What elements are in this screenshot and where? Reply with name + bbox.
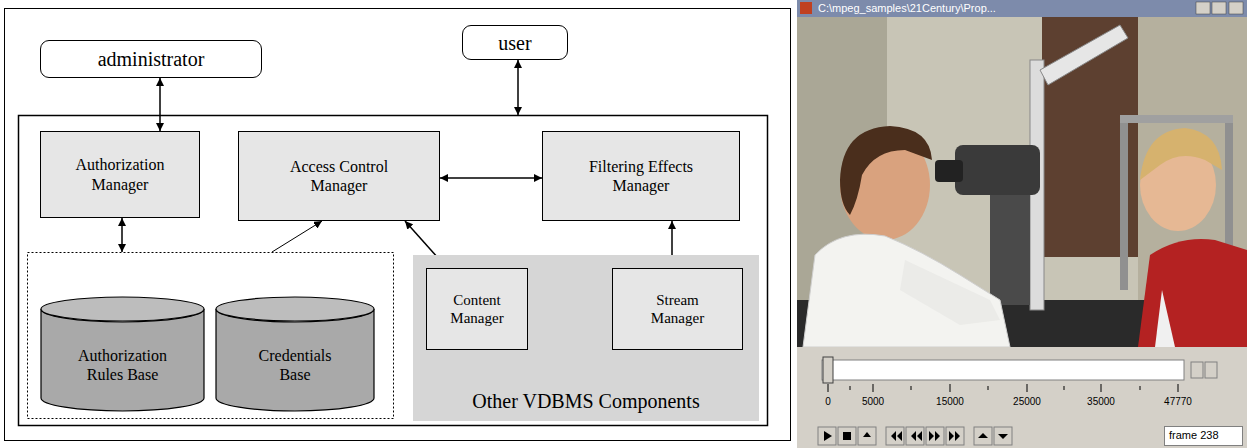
node-label: Filtering Effects Manager — [581, 157, 701, 195]
tick-number: 15000 — [936, 396, 964, 407]
actor-box: administrator — [40, 40, 262, 78]
node-label: Credentials Base — [255, 346, 335, 384]
actor-box: user — [462, 25, 568, 60]
tick-number: 25000 — [1013, 396, 1041, 407]
database-cylinder: Authorization Rules Base — [40, 296, 205, 412]
region-title: Other VDBMS Components — [421, 389, 751, 413]
frame-counter: frame 238 — [1169, 429, 1219, 441]
process-box: Filtering Effects Manager — [542, 131, 740, 221]
user-link — [517, 60, 519, 115]
connector-arrow — [159, 78, 161, 131]
figure-frame — [5, 9, 791, 441]
tick-number: 47770 — [1164, 396, 1192, 407]
node-label: Authorization Rules Base — [67, 346, 179, 384]
process-box: Content Manager — [426, 268, 528, 350]
component-band: Other VDBMS Components Content Manager Str… — [413, 255, 759, 421]
storage-link — [121, 218, 123, 252]
connector-arrow — [440, 177, 542, 179]
tick-number: 5000 — [862, 396, 884, 407]
node-label: Content Manager — [435, 291, 519, 327]
tick-number: 0 — [825, 396, 831, 407]
node-label: user — [498, 31, 531, 55]
node-label: Authorization Manager — [60, 155, 180, 193]
window-title: C:\mpeg_samples\21Century\Prop... — [818, 2, 996, 14]
node-label: administrator — [98, 47, 205, 71]
process-box: Authorization Manager — [40, 131, 200, 218]
database-cylinder: Credentials Base — [215, 296, 375, 412]
node-label: Access Control Manager — [274, 157, 404, 195]
credentials-link — [272, 221, 322, 252]
tick-number: 35000 — [1087, 396, 1115, 407]
system-boundary — [19, 116, 768, 426]
video-player — [797, 0, 1247, 448]
node-label: Stream Manager — [633, 291, 723, 327]
process-box: Access Control Manager — [238, 131, 440, 221]
storage-region — [28, 253, 394, 419]
process-box: Stream Manager — [612, 268, 743, 350]
